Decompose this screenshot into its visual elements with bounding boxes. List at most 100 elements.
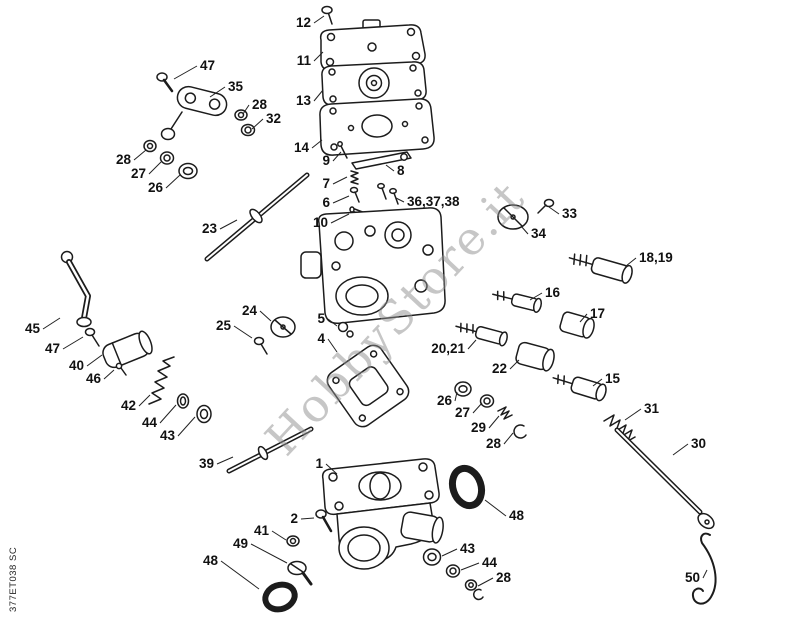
- leader-line-14: [311, 139, 323, 149]
- leader-line-18-19: [625, 257, 637, 267]
- part-label-2: 2: [290, 511, 298, 526]
- part-label-20-21: 20,21: [431, 341, 465, 356]
- part-washer-41: [286, 535, 300, 547]
- part-label-45: 45: [25, 321, 41, 336]
- part-needle-16: [492, 290, 543, 313]
- leader-line-27: [472, 402, 483, 414]
- part-spring-42: [148, 356, 175, 405]
- part-label-26: 26: [437, 393, 453, 408]
- leader-line-28: [503, 432, 514, 445]
- leader-line-15: [592, 378, 603, 387]
- leader-line-20-21: [467, 339, 477, 350]
- part-label-22: 22: [492, 361, 507, 376]
- leader-line-29: [488, 415, 500, 429]
- part-pump-cover-11: [319, 19, 426, 71]
- part-label-6: 6: [322, 195, 330, 210]
- part-label-28: 28: [496, 570, 512, 585]
- leader-line-26: [454, 391, 458, 402]
- leader-line-35: [209, 86, 226, 98]
- part-label-15: 15: [605, 371, 621, 386]
- part-needle-18-19: [568, 253, 633, 284]
- part-label-47: 47: [200, 58, 215, 73]
- leader-line-24: [259, 310, 272, 322]
- part-label-50: 50: [685, 570, 700, 585]
- leader-line-28: [133, 149, 147, 161]
- leader-line-22: [509, 359, 520, 370]
- leader-line-16: [529, 292, 543, 301]
- part-label-26: 26: [148, 180, 164, 195]
- part-label-28: 28: [486, 436, 502, 451]
- part-label-5: 5: [317, 311, 325, 326]
- leader-line-13: [313, 89, 324, 102]
- leader-line-28: [242, 104, 250, 115]
- part-label-42: 42: [121, 398, 136, 413]
- part-cylinder-40: [102, 330, 153, 369]
- leader-line-41: [271, 530, 287, 541]
- part-screw-47-top: [156, 72, 174, 93]
- doc-code: 377ET038 SC: [8, 546, 19, 612]
- leader-line-28: [477, 577, 494, 587]
- part-screw-47-left: [84, 327, 100, 347]
- leader-line-9: [332, 151, 342, 162]
- part-label-39: 39: [199, 456, 214, 471]
- leader-line-12: [313, 15, 325, 24]
- leader-line-49: [250, 543, 288, 564]
- part-label-43: 43: [460, 541, 476, 556]
- leader-line-40: [86, 354, 103, 367]
- part-label-48: 48: [509, 508, 525, 523]
- leader-line-30: [672, 443, 689, 456]
- part-label-44: 44: [482, 555, 498, 570]
- part-washer-27-mid: [479, 394, 495, 408]
- leader-line-23: [219, 219, 238, 230]
- leader-line-32: [251, 118, 264, 130]
- leader-line-8: [385, 164, 395, 172]
- part-disc-24: [270, 316, 296, 338]
- part-ring-44-bottom: [445, 564, 461, 578]
- part-label-44: 44: [142, 415, 158, 430]
- part-clip-28-mid: [513, 424, 527, 439]
- part-oring-48-right: [448, 464, 486, 510]
- part-label-30: 30: [691, 436, 706, 451]
- part-gasket-14: [319, 98, 435, 156]
- part-bracket-35: [160, 85, 228, 141]
- part-washer-28-bottom: [464, 579, 484, 601]
- part-valve-5: [337, 321, 354, 338]
- part-screw-2: [315, 509, 333, 533]
- leader-line-6: [332, 195, 350, 204]
- leader-line-43: [177, 416, 196, 437]
- part-label-10: 10: [313, 215, 328, 230]
- leader-line-45: [42, 317, 61, 330]
- part-label-35: 35: [228, 79, 244, 94]
- part-bushing-43-bottom: [422, 548, 442, 566]
- part-bushing-43-left: [196, 404, 212, 424]
- part-label-16: 16: [545, 285, 561, 300]
- leader-line-17: [579, 313, 588, 323]
- part-label-33: 33: [562, 206, 578, 221]
- leader-line-50: [702, 569, 708, 579]
- part-label-28: 28: [252, 97, 268, 112]
- part-bushing-26-left: [178, 162, 198, 180]
- part-bushing-22: [515, 341, 555, 372]
- part-label-28: 28: [116, 152, 132, 167]
- part-label-11: 11: [297, 53, 312, 68]
- leader-line-44: [159, 404, 177, 424]
- leader-line-7: [332, 176, 348, 185]
- leader-line-4: [327, 338, 338, 353]
- leader-line-39: [216, 456, 234, 465]
- part-screw-46: [115, 362, 127, 376]
- part-ring-44-left: [176, 393, 190, 409]
- leader-line-10: [330, 213, 350, 224]
- leader-line-2: [300, 517, 315, 520]
- part-wire-50: [691, 532, 717, 605]
- leader-line-11: [313, 51, 324, 62]
- part-screw-49: [287, 560, 313, 586]
- part-washer-28-left: [143, 139, 157, 153]
- leader-line-47: [62, 336, 84, 350]
- leader-line-47: [173, 65, 198, 80]
- leader-line-42: [138, 394, 151, 407]
- part-screw-25: [253, 336, 268, 355]
- part-label-7: 7: [322, 176, 330, 191]
- part-label-27: 27: [131, 166, 146, 181]
- part-label-13: 13: [296, 93, 312, 108]
